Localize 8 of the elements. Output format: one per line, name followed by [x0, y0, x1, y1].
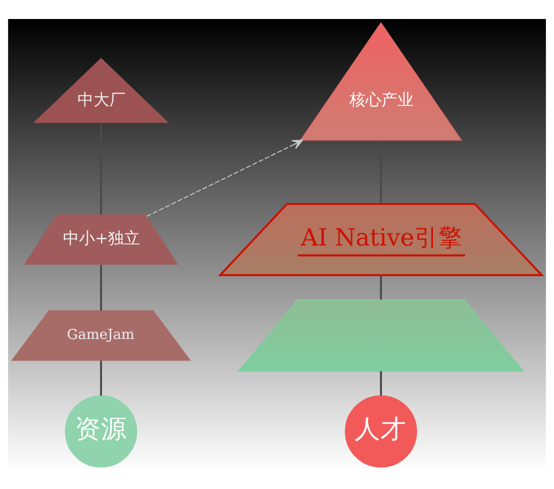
- connector: [100, 264, 102, 310]
- node-circle: 人才: [344, 394, 418, 468]
- connector: [380, 274, 382, 300]
- connector: [100, 360, 102, 396]
- arrow: [146, 139, 304, 216]
- connector: [380, 370, 382, 396]
- node-circle: 资源: [64, 394, 138, 468]
- node-trapezoid: [237, 298, 524, 372]
